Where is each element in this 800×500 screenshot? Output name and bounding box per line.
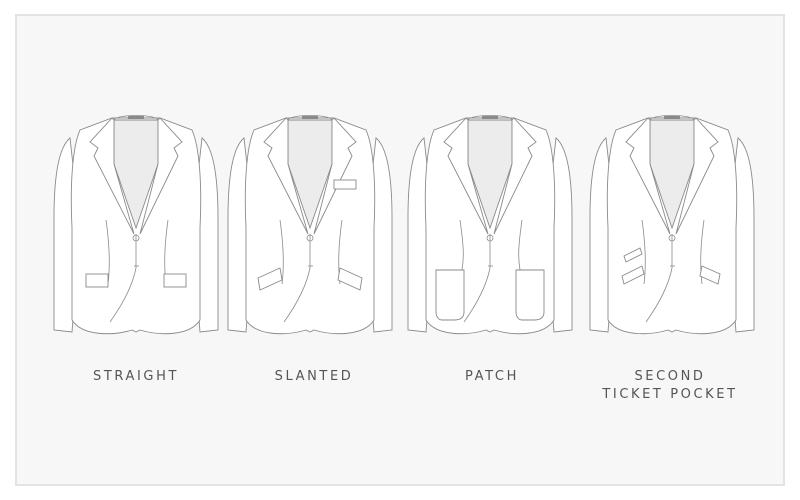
left-dart [105, 219, 110, 285]
jacket-patch-pocket [404, 108, 576, 338]
label-line: PATCH [465, 369, 519, 384]
right-slanted-pocket [699, 265, 721, 285]
front-edge [109, 234, 137, 323]
jacket-slanted-pocket [224, 108, 396, 338]
jacket-button [668, 234, 676, 242]
label-second-ticket-pocket: SECOND TICKET POCKET [570, 368, 770, 404]
collar [649, 115, 695, 121]
right-dart [700, 219, 705, 285]
collar [467, 115, 513, 121]
jacket-button [486, 234, 494, 242]
label-line: SLANTED [274, 369, 354, 384]
front-edge [645, 234, 673, 323]
left-lapel [443, 117, 489, 235]
left-dart [641, 219, 646, 285]
right-straight-pocket [163, 273, 187, 288]
jacket-button [132, 234, 140, 242]
right-lapel [313, 117, 357, 235]
label-slanted: SLANTED [214, 368, 414, 386]
left-lapel [89, 117, 135, 235]
left-slanted-pocket [621, 265, 645, 285]
collar-label [482, 116, 498, 119]
left-lapel [625, 117, 671, 235]
jacket-straight-pocket [50, 108, 222, 338]
right-lapel [675, 117, 719, 235]
left-dart [279, 219, 284, 285]
left-lapel [263, 117, 309, 235]
right-dart [518, 219, 523, 271]
jacket-ticket-pocket [586, 108, 758, 338]
left-patch-pocket [435, 269, 465, 321]
jacket-button [306, 234, 314, 242]
collar [287, 115, 333, 121]
label-line: STRAIGHT [92, 369, 180, 384]
ticket-pocket [623, 247, 643, 263]
right-patch-pocket [515, 269, 545, 321]
left-straight-pocket [85, 273, 109, 288]
collar-label [664, 116, 680, 119]
label-patch: PATCH [392, 368, 592, 386]
left-dart [459, 219, 464, 271]
label-line: SECOND [634, 369, 706, 384]
left-slanted-pocket [257, 267, 283, 291]
collar-label [128, 116, 144, 119]
front-edge [463, 234, 491, 323]
collar [113, 115, 159, 121]
collar-label [302, 116, 318, 119]
right-slanted-pocket [337, 267, 363, 291]
right-lapel [139, 117, 183, 235]
label-straight: STRAIGHT [36, 368, 236, 386]
breast-pocket [333, 179, 357, 190]
label-line: TICKET POCKET [602, 387, 738, 402]
front-edge [283, 234, 311, 323]
right-lapel [493, 117, 537, 235]
